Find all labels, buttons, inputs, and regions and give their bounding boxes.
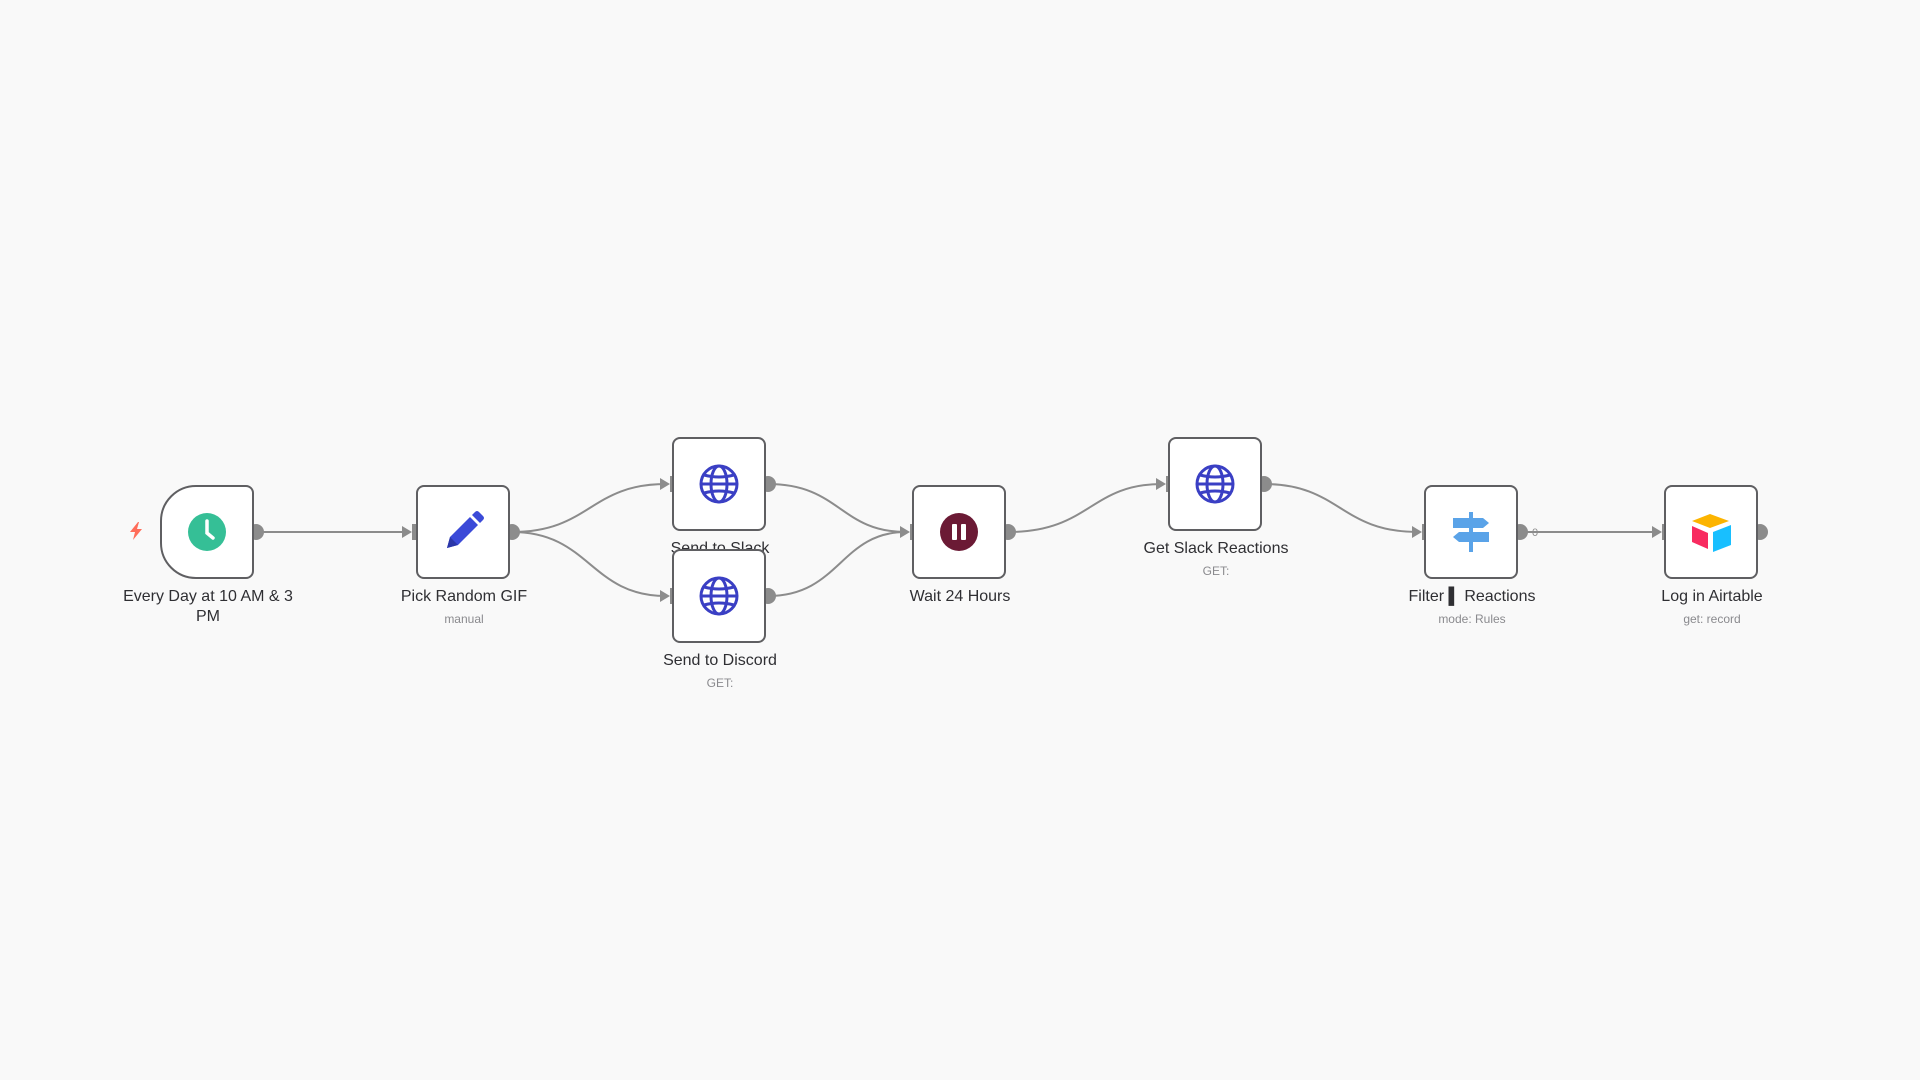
airtable-icon (1692, 514, 1731, 552)
globe-icon (1195, 464, 1235, 504)
arrow-head (402, 526, 412, 538)
input-handle[interactable] (412, 524, 418, 540)
node-label-line2: PM (196, 608, 220, 625)
arrow-head (660, 478, 670, 490)
arrow-head (660, 590, 670, 602)
node-sublabel: GET: (1202, 564, 1230, 578)
arrow-head (900, 526, 910, 538)
trigger-bolt-icon (130, 522, 142, 540)
node-get-slack-reactions[interactable] (1168, 437, 1262, 531)
connection-slack-wait[interactable] (767, 483, 907, 533)
globe-icon (699, 464, 739, 504)
connection-pickgif-discord[interactable] (511, 531, 667, 597)
pencil-icon (447, 511, 484, 548)
arrow-head (1412, 526, 1422, 538)
node-label: Filter ▌ Reactions (1408, 588, 1536, 605)
node-filter-reactions[interactable] (1424, 485, 1518, 579)
globe-icon (699, 576, 739, 616)
connection-discord-wait[interactable] (767, 531, 907, 597)
output-index-label: 0 (1532, 527, 1538, 539)
node-send-to-slack[interactable] (672, 437, 766, 531)
node-sublabel: manual (444, 612, 484, 626)
clock-icon (188, 513, 226, 551)
node-label: Wait 24 Hours (909, 588, 1011, 605)
node-label: Send to Discord (663, 652, 777, 669)
node-send-to-discord[interactable] (672, 549, 766, 643)
node-log-in-airtable[interactable] (1664, 485, 1758, 579)
pause-icon (940, 513, 978, 551)
connection-wait-reactions[interactable] (1007, 483, 1163, 533)
node-pick-random-gif[interactable] (416, 485, 510, 579)
connection-pickgif-slack[interactable] (511, 483, 667, 533)
node-schedule-trigger[interactable] (160, 485, 254, 579)
node-label: Every Day at 10 AM & 3 (123, 588, 293, 605)
node-sublabel: get: record (1683, 612, 1741, 626)
node-label: Pick Random GIF (400, 588, 528, 605)
connection-reactions-filter[interactable] (1263, 483, 1419, 533)
node-sublabel: GET: (706, 676, 734, 690)
node-label: Get Slack Reactions (1143, 540, 1289, 557)
node-sublabel: mode: Rules (1438, 612, 1506, 626)
arrow-head (1156, 478, 1166, 490)
signpost-icon (1453, 512, 1489, 552)
node-wait-24-hours[interactable] (912, 485, 1006, 579)
arrow-head (1652, 526, 1662, 538)
node-label: Log in Airtable (1661, 588, 1763, 605)
